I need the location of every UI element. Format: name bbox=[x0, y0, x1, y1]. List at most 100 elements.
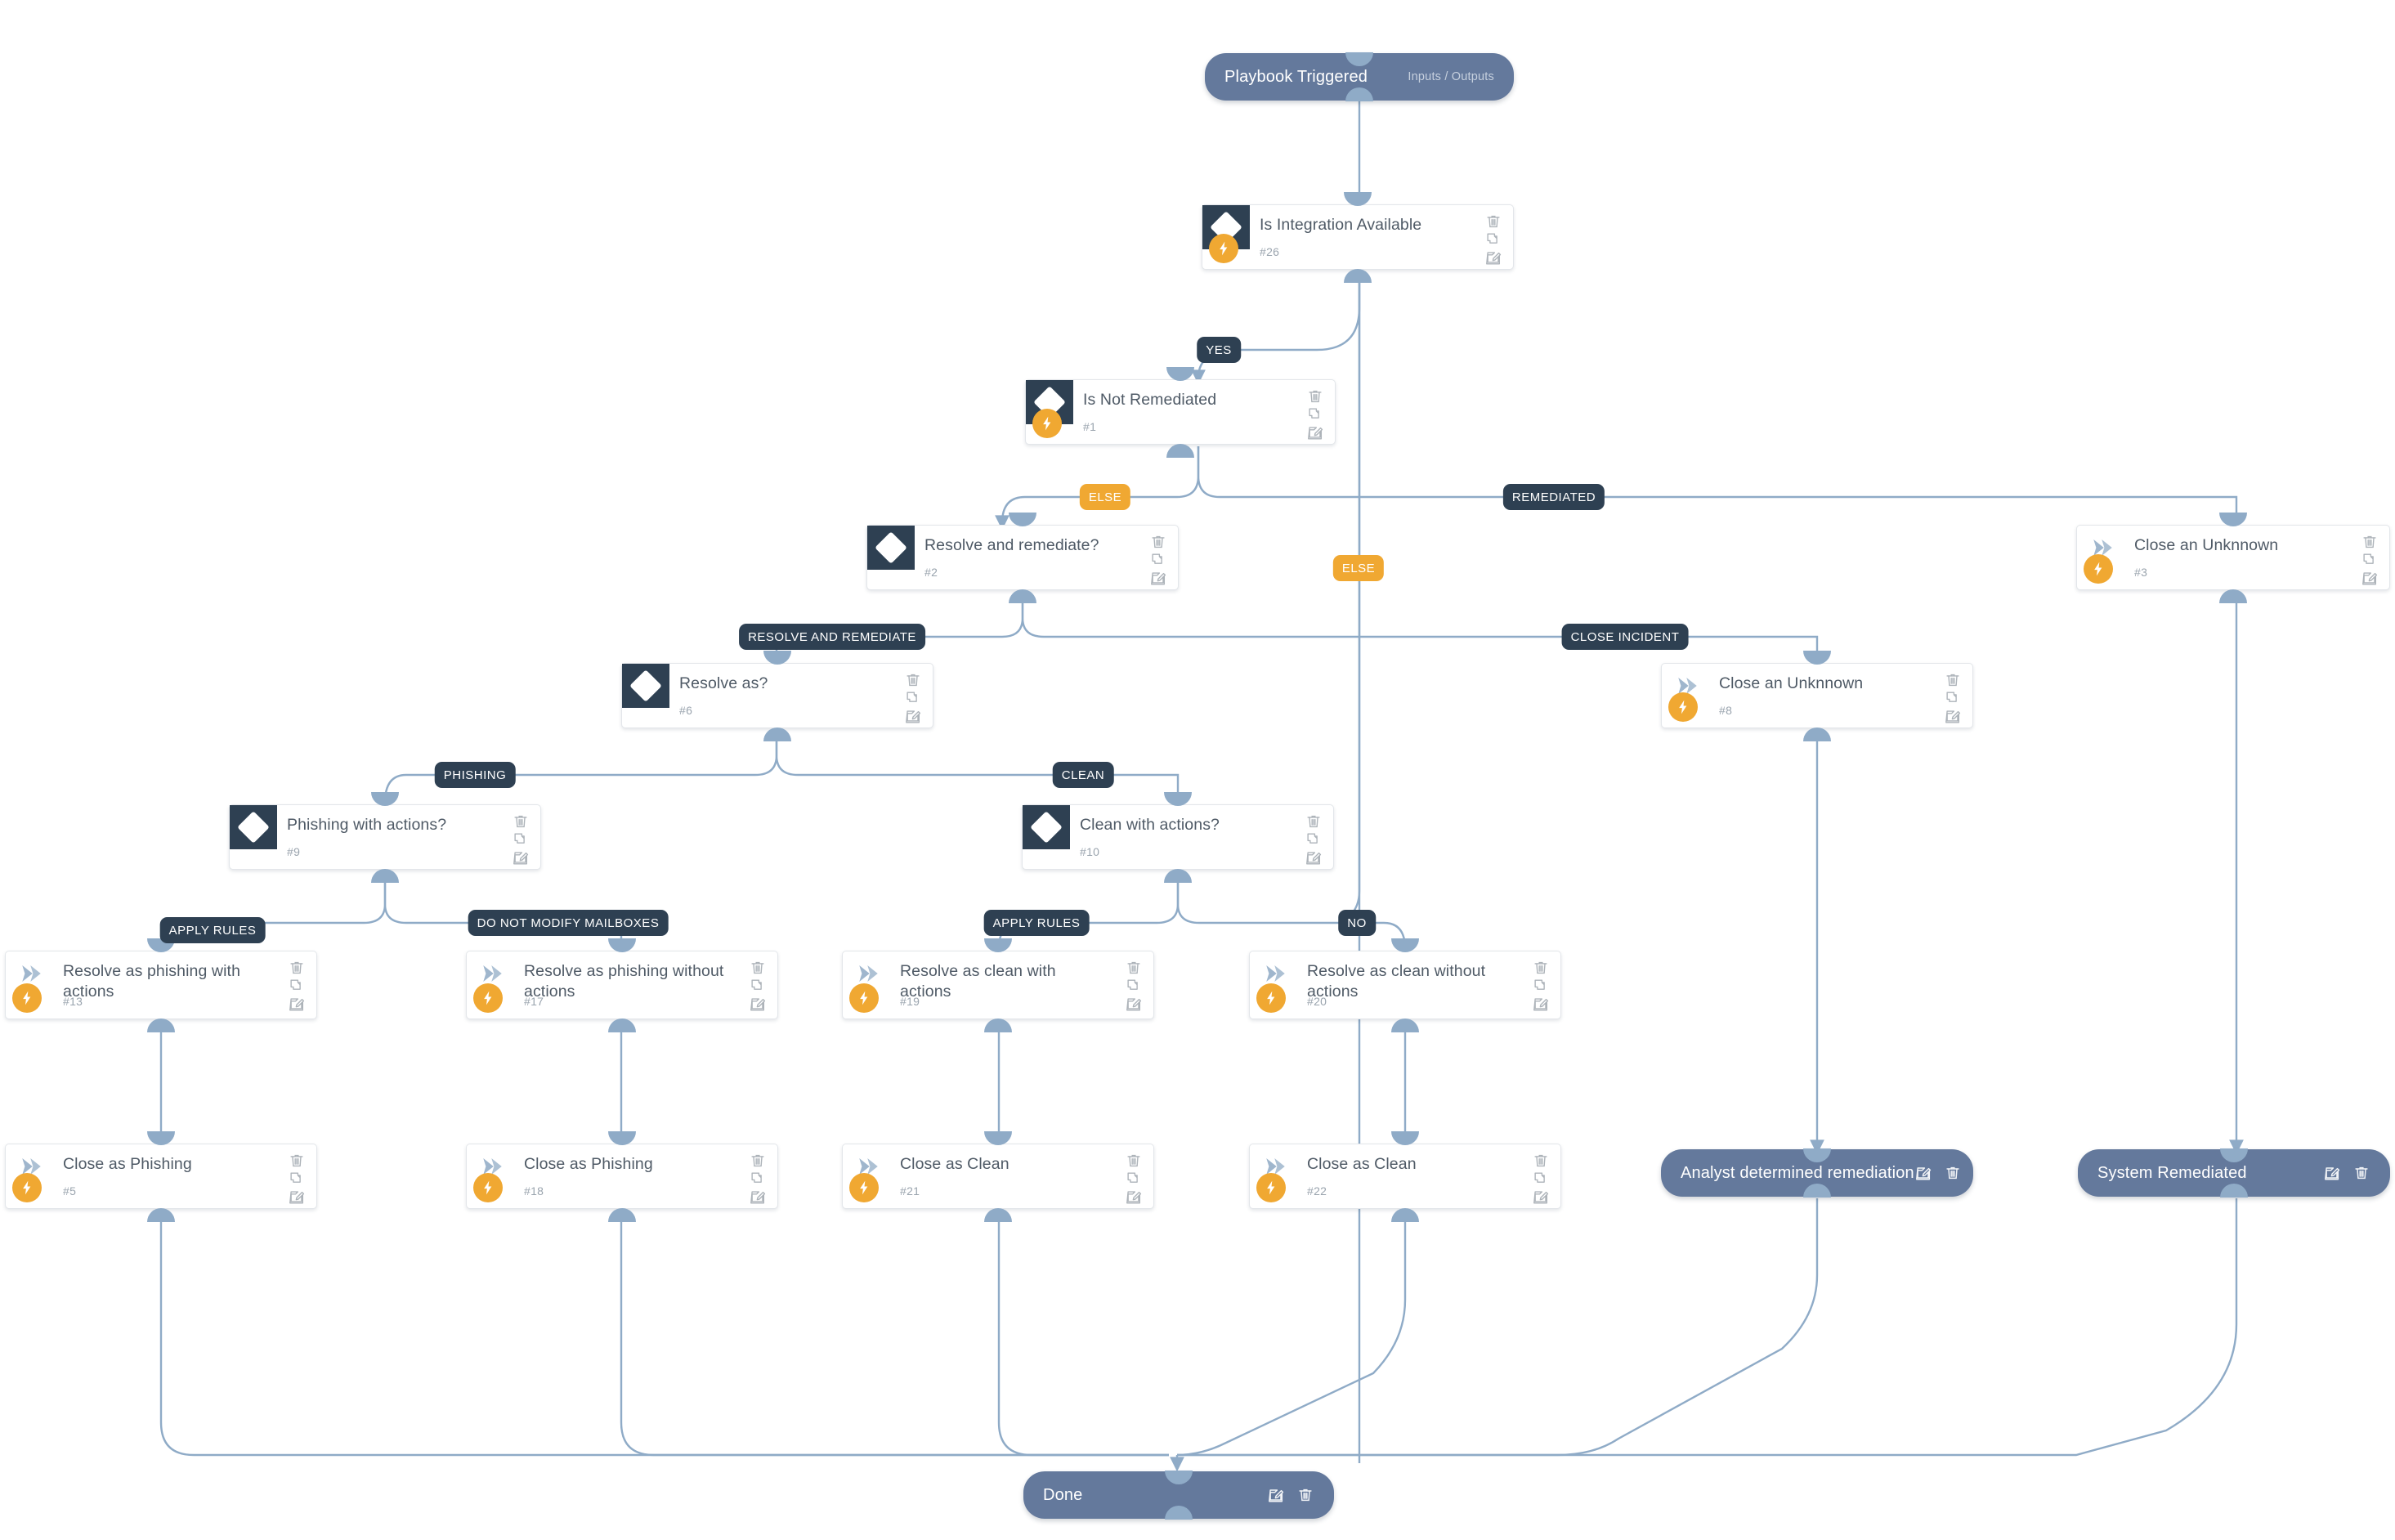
copy-icon[interactable] bbox=[749, 977, 767, 995]
close-as-clean-node-21[interactable]: Close as Clean#21 bbox=[842, 1144, 1154, 1209]
branch-label-yes[interactable]: YES bbox=[1197, 337, 1241, 363]
copy-icon[interactable] bbox=[1305, 830, 1323, 848]
connector-knob-bottom[interactable] bbox=[2219, 589, 2247, 603]
edit-icon[interactable] bbox=[1149, 569, 1167, 587]
connector-knob-bottom[interactable] bbox=[984, 1208, 1012, 1222]
branch-label-remediated[interactable]: REMEDIATED bbox=[1502, 484, 1605, 510]
edit-icon[interactable] bbox=[1305, 848, 1323, 866]
trash-icon[interactable] bbox=[2352, 1164, 2370, 1182]
edit-icon[interactable] bbox=[1125, 995, 1143, 1013]
resolve-as-phishing-with-actions-node[interactable]: Resolve as phishing with actions#13 bbox=[5, 951, 317, 1019]
connector-knob-top[interactable] bbox=[2220, 1148, 2248, 1162]
connector-knob-bottom[interactable] bbox=[1345, 87, 1373, 101]
close-as-phishing-node-5[interactable]: Close as Phishing#5 bbox=[5, 1144, 317, 1209]
connector-knob-top[interactable] bbox=[1344, 192, 1372, 206]
edit-icon[interactable] bbox=[1306, 423, 1324, 441]
branch-label-resolve-and-remediate[interactable]: RESOLVE AND REMEDIATE bbox=[739, 624, 925, 650]
branch-label-do-not-modify-mailboxes[interactable]: DO NOT MODIFY MAILBOXES bbox=[468, 910, 669, 936]
trash-icon[interactable] bbox=[904, 671, 922, 689]
connector-knob-top[interactable] bbox=[1391, 1131, 1419, 1145]
trash-icon[interactable] bbox=[1532, 959, 1550, 977]
trash-icon[interactable] bbox=[1484, 213, 1502, 231]
trash-icon[interactable] bbox=[749, 1152, 767, 1170]
copy-icon[interactable] bbox=[1125, 1170, 1143, 1188]
branch-label-apply-rules-2[interactable]: APPLY RULES bbox=[983, 910, 1090, 936]
trash-icon[interactable] bbox=[2361, 533, 2379, 551]
connector-knob-top[interactable] bbox=[147, 1131, 175, 1145]
copy-icon[interactable] bbox=[904, 689, 922, 707]
branch-label-phishing[interactable]: PHISHING bbox=[434, 762, 516, 788]
copy-icon[interactable] bbox=[1944, 689, 1962, 707]
copy-icon[interactable] bbox=[1532, 977, 1550, 995]
resolve-as-clean-without-actions-node[interactable]: Resolve as clean without actions#20 bbox=[1249, 951, 1561, 1019]
connector-knob-bottom[interactable] bbox=[147, 1208, 175, 1222]
trash-icon[interactable] bbox=[1125, 1152, 1143, 1170]
connector-knob-top[interactable] bbox=[1009, 513, 1036, 526]
close-as-phishing-node-18[interactable]: Close as Phishing#18 bbox=[466, 1144, 778, 1209]
trash-icon[interactable] bbox=[1296, 1486, 1314, 1504]
edit-icon[interactable] bbox=[512, 848, 530, 866]
connector-knob-bottom[interactable] bbox=[1391, 1208, 1419, 1222]
edit-icon[interactable] bbox=[2323, 1164, 2341, 1182]
connector-knob-top[interactable] bbox=[1166, 367, 1194, 381]
connector-knob-top[interactable] bbox=[371, 792, 399, 806]
trash-icon[interactable] bbox=[1944, 1164, 1962, 1182]
branch-label-else-2[interactable]: ELSE bbox=[1332, 555, 1385, 581]
copy-icon[interactable] bbox=[749, 1170, 767, 1188]
branch-label-apply-rules-1[interactable]: APPLY RULES bbox=[159, 917, 266, 943]
connector-knob-bottom[interactable] bbox=[984, 1018, 1012, 1032]
edit-icon[interactable] bbox=[749, 995, 767, 1013]
edit-icon[interactable] bbox=[2361, 569, 2379, 587]
connector-knob-bottom[interactable] bbox=[763, 727, 791, 741]
edit-icon[interactable] bbox=[904, 707, 922, 725]
branch-label-clean[interactable]: CLEAN bbox=[1052, 762, 1114, 788]
phishing-with-actions-node[interactable]: Phishing with actions?#9 bbox=[229, 804, 541, 870]
connector-knob-bottom[interactable] bbox=[1165, 1506, 1193, 1520]
trash-icon[interactable] bbox=[1305, 813, 1323, 830]
trash-icon[interactable] bbox=[1306, 387, 1324, 405]
edit-icon[interactable] bbox=[288, 1188, 306, 1206]
copy-icon[interactable] bbox=[1484, 231, 1502, 248]
copy-icon[interactable] bbox=[512, 830, 530, 848]
copy-icon[interactable] bbox=[1149, 551, 1167, 569]
branch-label-close-incident[interactable]: CLOSE INCIDENT bbox=[1561, 624, 1689, 650]
connector-knob-top[interactable] bbox=[1165, 1471, 1193, 1484]
connector-knob-top[interactable] bbox=[1345, 52, 1373, 66]
copy-icon[interactable] bbox=[2361, 551, 2379, 569]
edit-icon[interactable] bbox=[1532, 1188, 1550, 1206]
connector-knob-top[interactable] bbox=[1803, 1148, 1831, 1162]
connector-knob-bottom[interactable] bbox=[1391, 1018, 1419, 1032]
trash-icon[interactable] bbox=[288, 1152, 306, 1170]
trash-icon[interactable] bbox=[1125, 959, 1143, 977]
trash-icon[interactable] bbox=[1532, 1152, 1550, 1170]
connector-knob-bottom[interactable] bbox=[1803, 727, 1831, 741]
connector-knob-bottom[interactable] bbox=[1009, 589, 1036, 603]
copy-icon[interactable] bbox=[1532, 1170, 1550, 1188]
connector-knob-bottom[interactable] bbox=[1344, 269, 1372, 283]
connector-knob-top[interactable] bbox=[1164, 792, 1192, 806]
connector-knob-top[interactable] bbox=[2219, 513, 2247, 526]
connector-knob-bottom[interactable] bbox=[2220, 1184, 2248, 1198]
connector-knob-bottom[interactable] bbox=[1166, 444, 1194, 458]
close-an-unknnown-node-8[interactable]: Close an Unknnown#8 bbox=[1661, 663, 1973, 728]
edit-icon[interactable] bbox=[749, 1188, 767, 1206]
copy-icon[interactable] bbox=[288, 977, 306, 995]
close-an-unknnown-node-3[interactable]: Close an Unknnown#3 bbox=[2076, 525, 2390, 590]
edit-icon[interactable] bbox=[288, 995, 306, 1013]
resolve-as-node[interactable]: Resolve as?#6 bbox=[621, 663, 933, 728]
connector-knob-bottom[interactable] bbox=[1164, 869, 1192, 883]
resolve-as-phishing-without-actions-node[interactable]: Resolve as phishing without actions#17 bbox=[466, 951, 778, 1019]
connector-knob-bottom[interactable] bbox=[608, 1018, 636, 1032]
connector-knob-bottom[interactable] bbox=[371, 869, 399, 883]
trash-icon[interactable] bbox=[512, 813, 530, 830]
connector-knob-top[interactable] bbox=[763, 651, 791, 665]
connector-knob-bottom[interactable] bbox=[1803, 1184, 1831, 1198]
edit-icon[interactable] bbox=[1914, 1164, 1932, 1182]
edit-icon[interactable] bbox=[1125, 1188, 1143, 1206]
close-as-clean-node-22[interactable]: Close as Clean#22 bbox=[1249, 1144, 1561, 1209]
copy-icon[interactable] bbox=[1125, 977, 1143, 995]
resolve-and-remediate-node[interactable]: Resolve and remediate?#2 bbox=[866, 525, 1179, 590]
connector-knob-top[interactable] bbox=[608, 1131, 636, 1145]
connector-knob-top[interactable] bbox=[1391, 938, 1419, 952]
